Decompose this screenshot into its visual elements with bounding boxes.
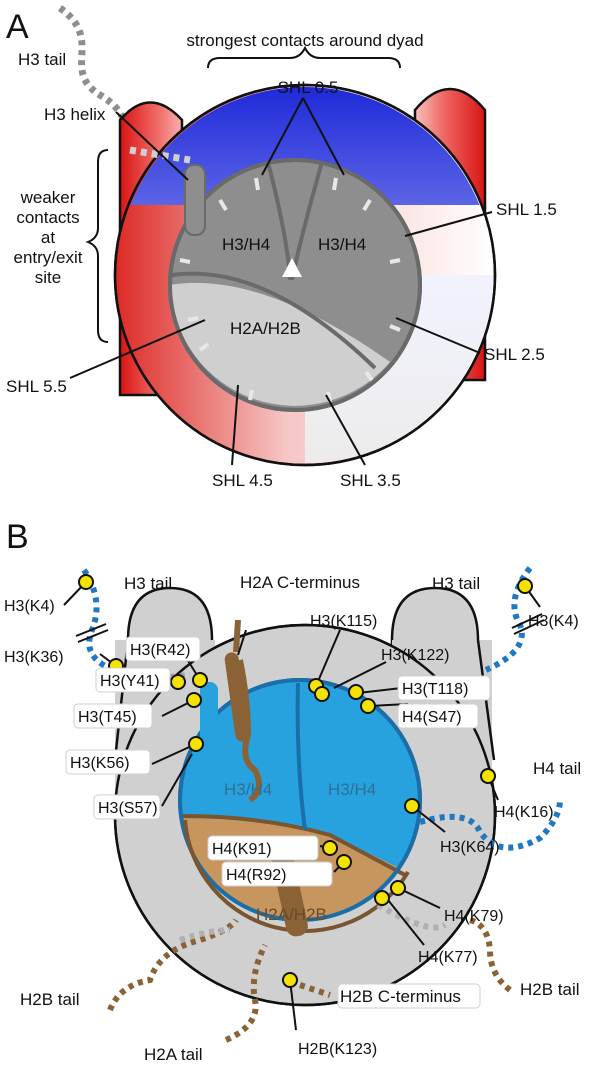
svg-text:H3(K36): H3(K36): [4, 649, 64, 666]
svg-text:H4(K16): H4(K16): [494, 804, 554, 821]
modification-labels: H3(K4) H3(K4) H3(R42) H3(Y41) H3(K36) H3…: [4, 598, 579, 1058]
panel-b: B: [4, 518, 581, 1064]
h2a-c-terminus: [233, 619, 262, 803]
svg-text:H4(R92): H4(R92): [226, 867, 286, 884]
svg-text:H3(T45): H3(T45): [78, 709, 137, 726]
svg-text:at: at: [41, 228, 55, 247]
core-b-h2a-h2b: H2A/H2B: [256, 905, 327, 924]
break-marks: [75, 613, 545, 643]
h3-helix-label: H3 helix: [44, 105, 106, 124]
shl-15-label: SHL 1.5: [496, 200, 557, 219]
histone-core-a: [168, 158, 422, 412]
shl-05-label: SHL 0.5: [278, 78, 339, 97]
svg-text:H3(Y41): H3(Y41): [100, 673, 160, 690]
svg-text:H3(T118): H3(T118): [402, 681, 468, 698]
svg-text:site: site: [35, 268, 61, 287]
core-a-h3h4-right: H3/H4: [318, 235, 366, 254]
svg-text:contacts: contacts: [16, 208, 79, 227]
svg-text:H3(K4): H3(K4): [528, 613, 579, 630]
core-a-h3h4-left: H3/H4: [222, 235, 270, 254]
h4-tail-label: H4 tail: [533, 759, 581, 778]
panel-b-letter: B: [6, 518, 29, 556]
top-header: strongest contacts around dyad: [186, 31, 423, 50]
side-brace: [85, 149, 109, 343]
side-note: weaker contacts at entry/exit site: [14, 188, 83, 287]
h2a-tail-label: H2A tail: [144, 1045, 203, 1064]
h3-tail-left-label: H3 tail: [124, 574, 172, 593]
h2b-tail-left-label: H2B tail: [20, 990, 80, 1009]
svg-text:H2B(K123): H2B(K123): [298, 1041, 377, 1058]
h2a-tail: [224, 943, 268, 1043]
h3-helix: [184, 164, 206, 236]
core-a-h2a-h2b: H2A/H2B: [230, 319, 301, 338]
label-chips: [65, 636, 491, 1009]
panel-a-letter: A: [6, 8, 29, 46]
grey-tail-right: [376, 902, 447, 931]
svg-text:entry/exit: entry/exit: [14, 248, 83, 267]
svg-text:H3(K122): H3(K122): [381, 647, 449, 664]
h2a-c-terminus-label: H2A C-terminus: [240, 573, 360, 592]
h2b-tail-right: [468, 917, 512, 993]
h2b-tail-right-label: H2B tail: [520, 980, 580, 999]
svg-text:H4(K77): H4(K77): [418, 949, 478, 966]
svg-text:H3(K56): H3(K56): [70, 755, 130, 772]
svg-text:weaker: weaker: [20, 188, 76, 207]
h4-tail: [419, 799, 563, 851]
h3-tail-right-label: H3 tail: [432, 574, 480, 593]
svg-text:H4(K91): H4(K91): [212, 841, 272, 858]
grey-tail-left: [179, 927, 231, 943]
svg-text:H3(K64): H3(K64): [440, 839, 500, 856]
panel-a: A: [6, 5, 557, 490]
top-brace: [207, 45, 401, 69]
core-b-h3h4-left: H3/H4: [224, 780, 272, 799]
h2b-c-terminus-label: H2B C-terminus: [340, 987, 461, 1006]
svg-text:H3(K115): H3(K115): [310, 613, 377, 630]
shl-45-label: SHL 4.5: [212, 471, 273, 490]
core-b-h3h4-right: H3/H4: [328, 780, 376, 799]
h3-helix-b: [200, 682, 218, 752]
svg-text:H4(K79): H4(K79): [444, 908, 504, 925]
h3-tail-label: H3 tail: [18, 50, 66, 69]
shl-35-label: SHL 3.5: [340, 471, 401, 490]
shl-55-label: SHL 5.5: [6, 377, 67, 396]
svg-text:H3(R42): H3(R42): [130, 642, 190, 659]
svg-text:H3(S57): H3(S57): [98, 800, 158, 817]
svg-text:H3(K4): H3(K4): [4, 598, 55, 615]
shl-25-label: SHL 2.5: [484, 345, 545, 364]
svg-text:H4(S47): H4(S47): [402, 709, 462, 726]
